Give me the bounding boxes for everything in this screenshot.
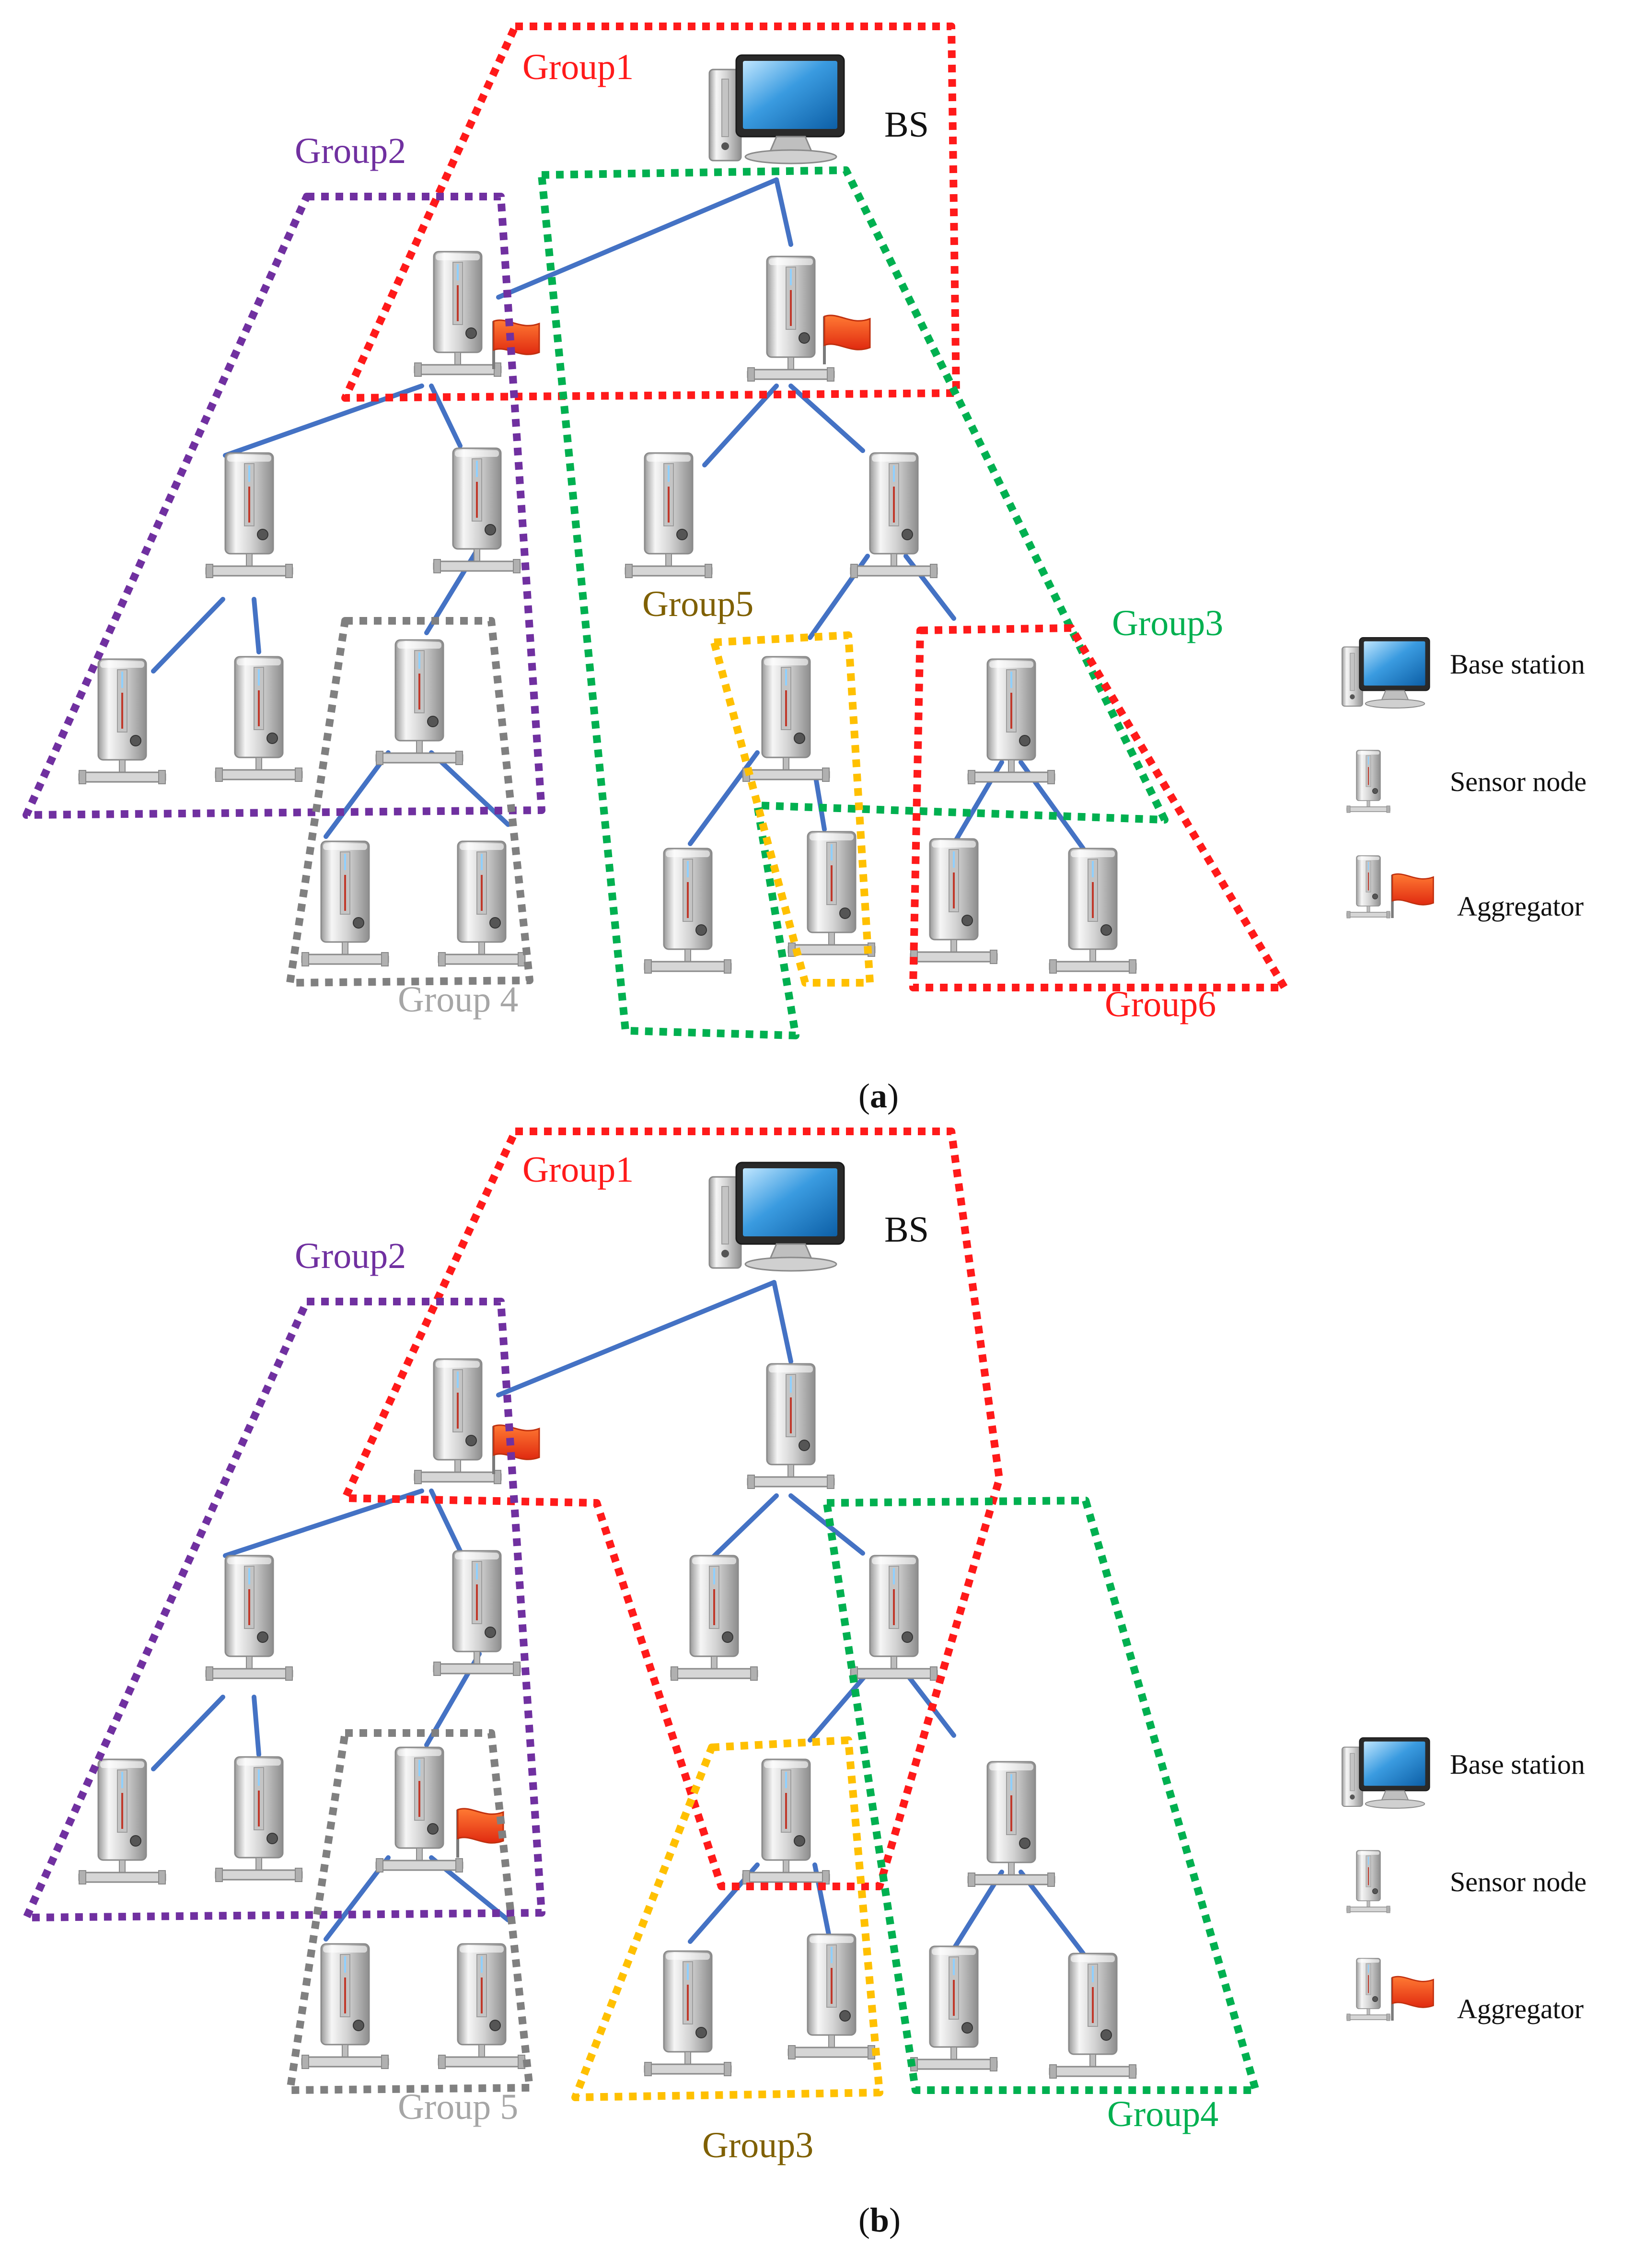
panel-a-group4-outline: [286, 617, 533, 987]
panel-b-bs-label: BS: [884, 1210, 929, 1250]
panel-b-group4-outline: [823, 1497, 1260, 2094]
panel-b: Group1 Group2 Group3 Group4 Group 5 BS B…: [23, 1128, 1586, 2239]
panel-a-group4-label: Group 4: [398, 979, 518, 1020]
panel-b-group4-label: Group4: [1107, 2094, 1218, 2134]
panel-b-group2-label: Group2: [295, 1236, 406, 1276]
panel-a: Group1 Group2 Group3 Group 4 Group5 Grou…: [23, 23, 1586, 1115]
panel-a-group5-label: Group5: [642, 584, 753, 624]
panel-b-caption: (b): [858, 2201, 901, 2239]
panel-b-group3-outline: [571, 1736, 883, 2101]
panel-a-group2-outline: [23, 193, 545, 819]
panel-a-group6-label: Group6: [1105, 984, 1216, 1024]
panel-b-links: [151, 1280, 1086, 1956]
panel-a-group5-outline: [710, 631, 874, 987]
panel-a-caption: (a): [858, 1077, 899, 1115]
panel-a-group3-label: Group3: [1112, 603, 1223, 643]
panel-b-group2-outline: [23, 1298, 545, 1921]
panel-b-legend: Base station Sensor node Aggregator: [1342, 1737, 1586, 2024]
panel-a-group1-outline: [341, 23, 960, 402]
panel-b-legend-aggregator: Aggregator: [1457, 1993, 1584, 2024]
panel-a-group3-outline: [538, 166, 1169, 1039]
panel-b-legend-base-station: Base station: [1450, 1749, 1585, 1780]
panel-a-group1-label: Group1: [522, 47, 634, 87]
panel-b-group3-label: Group3: [702, 2125, 813, 2165]
panel-b-group5-label: Group 5: [398, 2087, 518, 2127]
panel-b-legend-sensor-node: Sensor node: [1450, 1866, 1586, 1897]
panel-a-legend: Base station Sensor node Aggregator: [1342, 637, 1586, 922]
panel-b-group1-label: Group1: [522, 1150, 634, 1190]
panel-a-legend-sensor-node: Sensor node: [1450, 766, 1586, 797]
panel-a-legend-base-station: Base station: [1450, 649, 1585, 680]
panel-a-legend-aggregator: Aggregator: [1457, 891, 1584, 922]
panel-b-group1-outline: [341, 1128, 1003, 1890]
panel-a-bs-label: BS: [884, 105, 929, 145]
panel-a-group6-outline: [909, 624, 1288, 991]
panel-a-links: [151, 177, 1086, 851]
panel-a-group2-label: Group2: [295, 131, 406, 171]
panel-b-group5-outline: [286, 1729, 533, 2094]
